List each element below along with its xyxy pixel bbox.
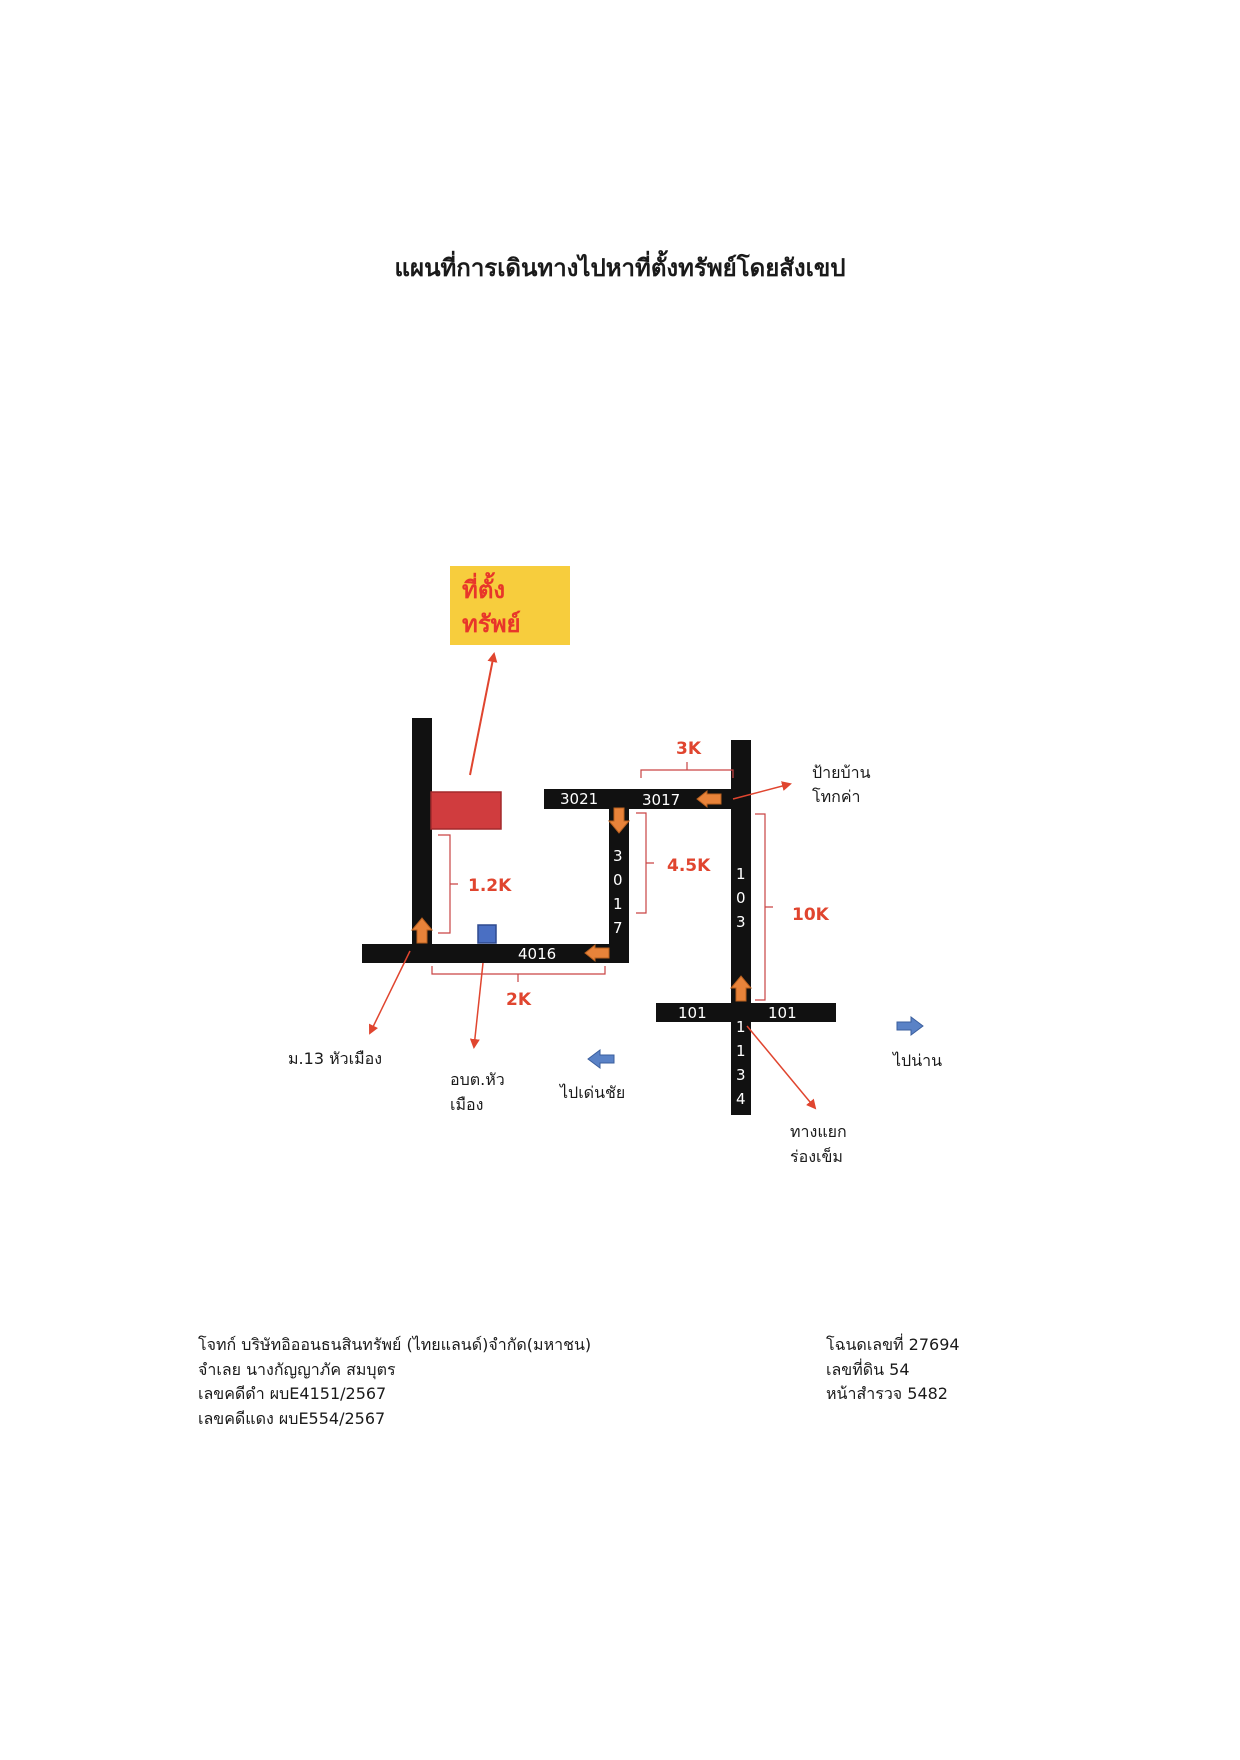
road-3021-3017	[544, 789, 751, 809]
place-label-obt-1: อบต.หัว	[450, 1070, 505, 1089]
road-label-3021: 3021	[560, 790, 598, 808]
bracket-1-2k	[438, 834, 458, 934]
bracket-4-5k	[636, 812, 654, 914]
arrow-left-4016	[584, 943, 610, 963]
road-local-vertical	[412, 718, 432, 963]
bracket-2k	[431, 966, 606, 982]
place-label-rong-khem-2: ร่องเข็ม	[790, 1146, 843, 1166]
case-info: โจทก์ บริษัทอิออนธนสินทรัพย์ (ไทยแลนด์)จ…	[198, 1333, 591, 1431]
page-title: แผนที่การเดินทางไปหาที่ตั้งทรัพย์โดยสังเ…	[394, 254, 846, 282]
road-label-1134-1: 1	[736, 1042, 746, 1060]
distance-label-2k: 2K	[506, 990, 532, 1010]
leader-moo13	[369, 950, 411, 1035]
plaintiff-line: โจทก์ บริษัทอิออนธนสินทรัพย์ (ไทยแลนด์)จ…	[198, 1335, 592, 1354]
road-4016	[362, 944, 628, 963]
distance-label-1-2k: 1.2K	[468, 876, 512, 896]
deed-number: โฉนดเลขที่ 27694	[826, 1335, 960, 1354]
road-label-1103-1: 0	[736, 889, 746, 907]
property-label-line2: ทรัพย์	[462, 610, 521, 638]
property-label-line1: ที่ตั้ง	[462, 571, 505, 604]
arrow-up-local	[410, 917, 434, 944]
property-marker	[430, 791, 502, 830]
place-label-moo13: ม.13 หัวเมือง	[288, 1049, 382, 1068]
road-3017-vertical	[609, 791, 629, 963]
deed-info: โฉนดเลขที่ 27694 เลขที่ดิน 54 หน้าสำรวจ …	[826, 1333, 960, 1407]
place-label-ban-thok-kha-2: โทกค่า	[812, 787, 861, 806]
road-label-3017-h: 3017	[642, 791, 680, 809]
road-label-101-right: 101	[768, 1004, 797, 1022]
place-label-to-nan: ไปน่าน	[891, 1051, 942, 1070]
road-label-3017-v-1: 0	[613, 871, 623, 889]
road-label-4016: 4016	[518, 945, 556, 963]
road-label-3017-v-2: 1	[613, 895, 623, 913]
leader-rong-khem	[746, 1025, 817, 1110]
distance-label-3k: 3K	[676, 739, 702, 759]
direction-arrow-den-chai	[587, 1049, 615, 1069]
distance-label-4-5k: 4.5K	[667, 856, 711, 876]
bracket-3k	[640, 762, 734, 778]
road-label-3017-v-0: 3	[613, 847, 623, 865]
defendant-line: จำเลย นางกัญญาภัค สมบุตร	[198, 1359, 396, 1379]
road-1134	[731, 1003, 751, 1115]
red-case-number: เลขคดีแดง ผบE554/2567	[198, 1408, 386, 1428]
property-label-box	[450, 566, 570, 645]
black-case-number: เลขคดีดำ ผบE4151/2567	[198, 1384, 387, 1403]
place-label-ban-thok-kha-1: ป้ายบ้าน	[812, 763, 871, 782]
road-label-3017-v-3: 7	[613, 919, 623, 937]
arrow-down-3017	[607, 807, 631, 834]
office-marker	[477, 924, 497, 944]
road-1103	[731, 740, 751, 1014]
road-label-1134-0: 1	[736, 1018, 746, 1036]
leader-obt	[469, 962, 484, 1049]
arrow-left-3017	[696, 789, 722, 809]
road-label-1134-3: 4	[736, 1090, 746, 1108]
place-label-to-den-chai: ไปเด่นชัย	[558, 1083, 625, 1102]
road-label-1103-0: 1	[736, 865, 746, 883]
place-label-obt-2: เมือง	[450, 1095, 483, 1114]
road-label-1134-2: 3	[736, 1066, 746, 1084]
road-label-101-left: 101	[678, 1004, 707, 1022]
direction-arrow-nan	[896, 1016, 924, 1036]
place-label-rong-khem-1: ทางแยก	[790, 1122, 847, 1141]
arrow-up-1103	[729, 975, 753, 1002]
distance-label-10k: 10K	[792, 905, 830, 925]
leader-ban-thok-kha	[732, 781, 792, 800]
property-pointer-arrow	[469, 652, 498, 776]
bracket-10k	[755, 813, 773, 1001]
road-label-1103-2: 3	[736, 913, 746, 931]
land-number: เลขที่ดิน 54	[826, 1359, 910, 1379]
survey-page: หน้าสำรวจ 5482	[826, 1384, 948, 1403]
